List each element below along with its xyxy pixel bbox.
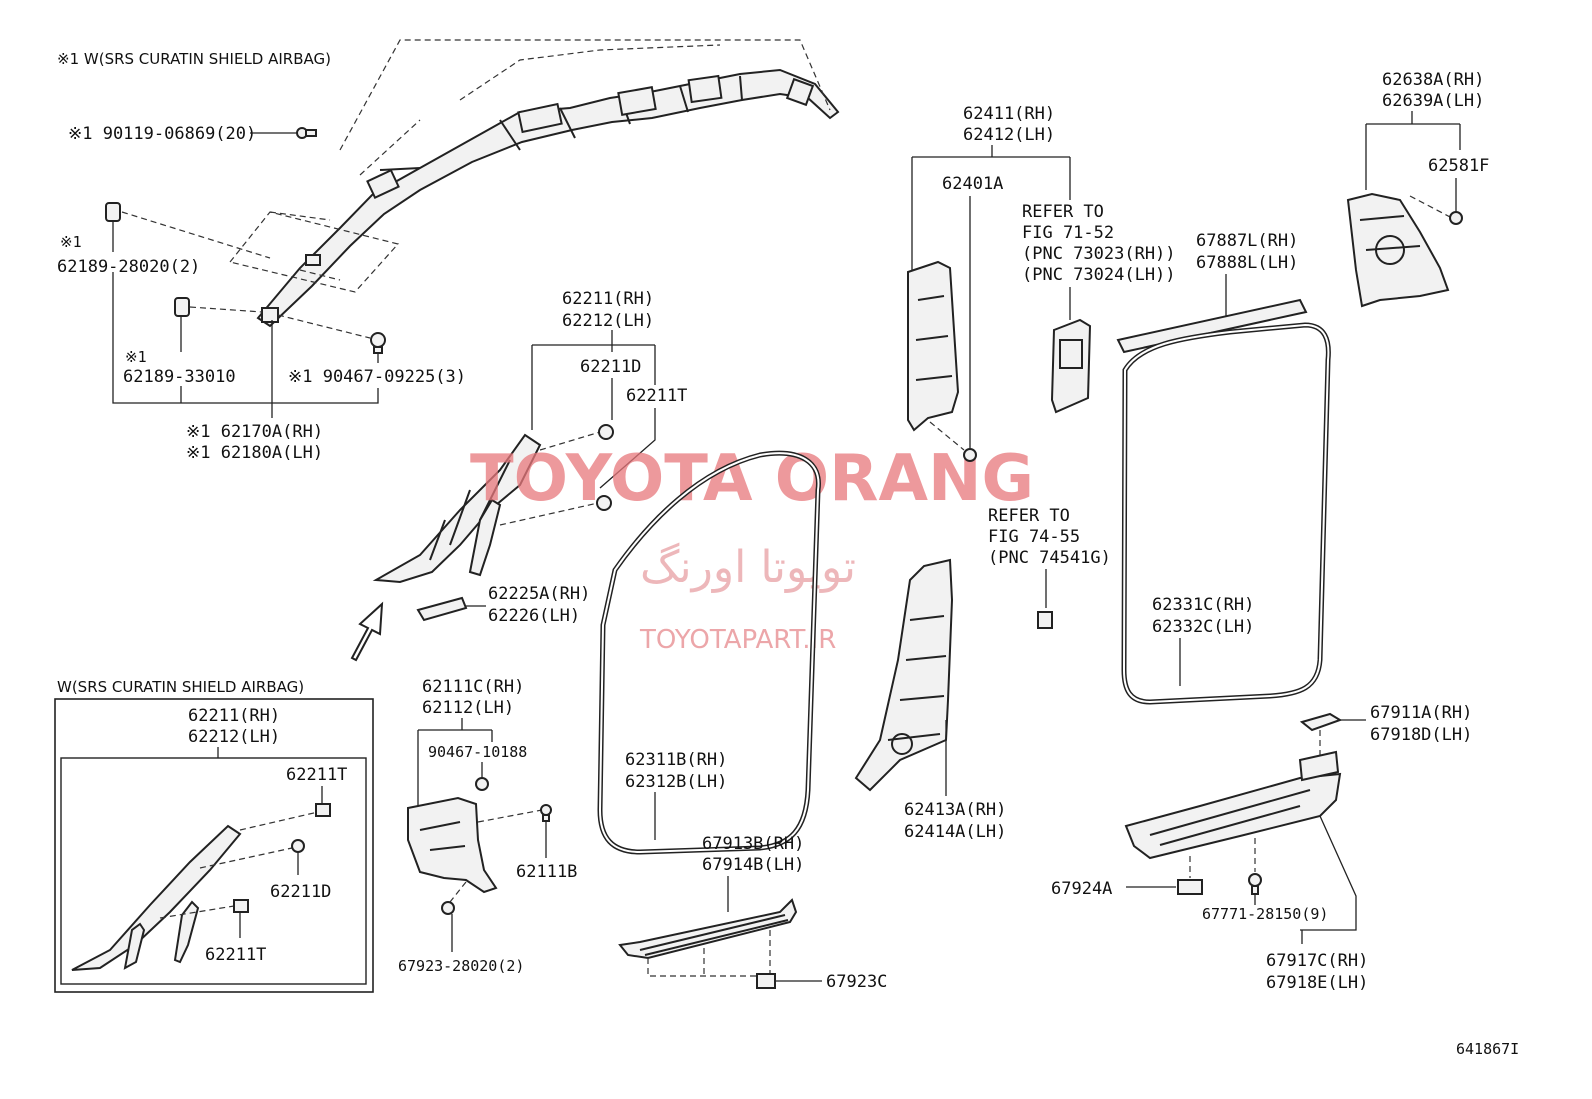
label-90467-09225: ※1 90467-09225(3)	[288, 367, 466, 387]
rear-scuff-plate-drawing	[1124, 750, 1342, 860]
watermark-persian: تویوتا اورنگ	[640, 542, 856, 593]
clip-67924a-icon	[1177, 879, 1203, 895]
clip-90467-09225-icon	[370, 332, 386, 354]
svg-text:(PNC 73023(RH)): (PNC 73023(RH))	[1022, 244, 1176, 264]
label-67913b: 67913B(RH)	[702, 834, 804, 854]
box-clip-t-b-icon	[233, 899, 249, 913]
label-62412: 62412(LH)	[963, 125, 1055, 145]
pad-67911a-icon	[1299, 712, 1343, 732]
front-scuff-plate-drawing	[618, 898, 798, 960]
refer-fig-74-55: REFER TO FIG 74-55 (PNC 74541G)	[988, 506, 1111, 568]
label-62638a: 62638A(RH)	[1382, 70, 1484, 90]
bolt-icon	[296, 127, 317, 139]
center-pillar-upper-drawing	[907, 260, 960, 432]
cowl-side-trim-drawing	[407, 796, 498, 894]
top-note: ※1 W(SRS CURATIN SHIELD AIRBAG)	[57, 50, 331, 68]
variant-box	[54, 698, 374, 993]
label-62211t: 62211T	[626, 386, 687, 406]
a-pillar-trim-drawing	[372, 433, 542, 584]
label-67923-28020: 67923-28020(2)	[398, 957, 524, 975]
label-62212-lh: 62212(LH)	[562, 311, 654, 331]
label-90119-06869: ※1 90119-06869(20)	[68, 124, 256, 144]
refer-fig-71-52: REFER TO FIG 71-52 (PNC 73023(RH)) (PNC …	[1022, 202, 1176, 285]
label-62312b: 62312B(LH)	[625, 772, 727, 792]
clip-62111b-icon	[540, 804, 552, 822]
watermark-site: TOYOTAPART.IR	[639, 625, 836, 655]
clip-67923c-icon	[756, 973, 776, 989]
pad-62225a-icon	[416, 596, 468, 622]
label-62331c: 62331C(RH)	[1152, 595, 1254, 615]
label-67918d: 67918D(LH)	[1370, 725, 1472, 745]
label-67923c: 67923C	[826, 972, 887, 992]
label-62189-28020: 62189-28020(2)	[57, 257, 200, 277]
svg-text:REFER TO: REFER TO	[1022, 202, 1104, 222]
clip-90467-10188-icon	[475, 777, 489, 791]
switch-panel-drawing	[1050, 318, 1092, 414]
label-62401a: 62401A	[942, 174, 1003, 194]
box-label-62211d: 62211D	[270, 882, 331, 902]
svg-text:REFER TO: REFER TO	[988, 506, 1070, 526]
rear-door-seal-drawing	[1121, 322, 1331, 705]
figure-id: 641867I	[1456, 1040, 1519, 1058]
connector-74541g-icon	[1037, 611, 1053, 629]
label-62311b: 62311B(RH)	[625, 750, 727, 770]
label-62189-33010-mark: ※1	[125, 348, 147, 366]
label-62332c: 62332C(LH)	[1152, 617, 1254, 637]
label-67887l: 67887L(RH)	[1196, 231, 1298, 251]
label-62411: 62411(RH)	[963, 104, 1055, 124]
clip-62189-33010-icon	[174, 297, 190, 317]
label-67924a: 67924A	[1051, 879, 1112, 899]
weatherstrip-67887l-drawing	[1116, 298, 1308, 354]
curtain-airbag-drawing	[228, 39, 840, 328]
label-67911a: 67911A(RH)	[1370, 703, 1472, 723]
clip-62189-28020-icon	[105, 202, 121, 222]
clip-67771-28150-icon	[1248, 873, 1262, 895]
label-62111c: 62111C(RH)	[422, 677, 524, 697]
label-62211d: 62211D	[580, 357, 641, 377]
box-clip-t-a-icon	[315, 803, 331, 817]
label-62170a: ※1 62170A(RH)	[186, 422, 323, 442]
clip-62581f-icon	[1449, 211, 1463, 225]
box-label-62211t-b: 62211T	[205, 945, 266, 965]
label-62581f: 62581F	[1428, 156, 1489, 176]
label-62111b: 62111B	[516, 862, 577, 882]
label-62189-33010: 62189-33010	[123, 367, 236, 387]
box-label-62212: 62212(LH)	[188, 727, 280, 747]
label-67918e: 67918E(LH)	[1266, 973, 1368, 993]
label-62414a: 62414A(LH)	[904, 822, 1006, 842]
label-62225a: 62225A(RH)	[488, 584, 590, 604]
label-62211-rh: 62211(RH)	[562, 289, 654, 309]
quarter-trim-drawing	[1346, 192, 1450, 308]
box-title: W(SRS CURATIN SHIELD AIRBAG)	[57, 678, 304, 696]
label-67771-28150: 67771-28150(9)	[1202, 905, 1328, 923]
label-62180a: ※1 62180A(LH)	[186, 443, 323, 463]
box-clip-d-icon	[291, 839, 305, 853]
front-arrow-icon	[350, 601, 384, 662]
front-door-seal-drawing	[597, 450, 821, 855]
clip-62211t-icon	[596, 495, 612, 511]
clip-67923-28020-icon	[441, 901, 455, 915]
label-90467-10188: 90467-10188	[428, 743, 527, 761]
label-62226: 62226(LH)	[488, 606, 580, 626]
clip-62401a-icon	[963, 448, 977, 462]
label-67888l: 67888L(LH)	[1196, 253, 1298, 273]
svg-text:(PNC 74541G): (PNC 74541G)	[988, 548, 1111, 568]
svg-text:(PNC 73024(LH)): (PNC 73024(LH))	[1022, 265, 1176, 285]
label-62413a: 62413A(RH)	[904, 800, 1006, 820]
center-pillar-lower-drawing	[854, 558, 954, 792]
label-67917c: 67917C(RH)	[1266, 951, 1368, 971]
clip-62211d-icon	[598, 424, 614, 440]
box-a-pillar-drawing	[71, 824, 242, 971]
label-67914b: 67914B(LH)	[702, 855, 804, 875]
label-62189-28020-mark: ※1	[60, 233, 82, 251]
box-label-62211: 62211(RH)	[188, 706, 280, 726]
box-label-62211t-a: 62211T	[286, 765, 347, 785]
label-62112: 62112(LH)	[422, 698, 514, 718]
label-62639a: 62639A(LH)	[1382, 91, 1484, 111]
svg-text:FIG 71-52: FIG 71-52	[1022, 223, 1114, 243]
svg-text:FIG 74-55: FIG 74-55	[988, 527, 1080, 547]
watermark-title: TOYOTA ORANG	[470, 442, 1034, 516]
